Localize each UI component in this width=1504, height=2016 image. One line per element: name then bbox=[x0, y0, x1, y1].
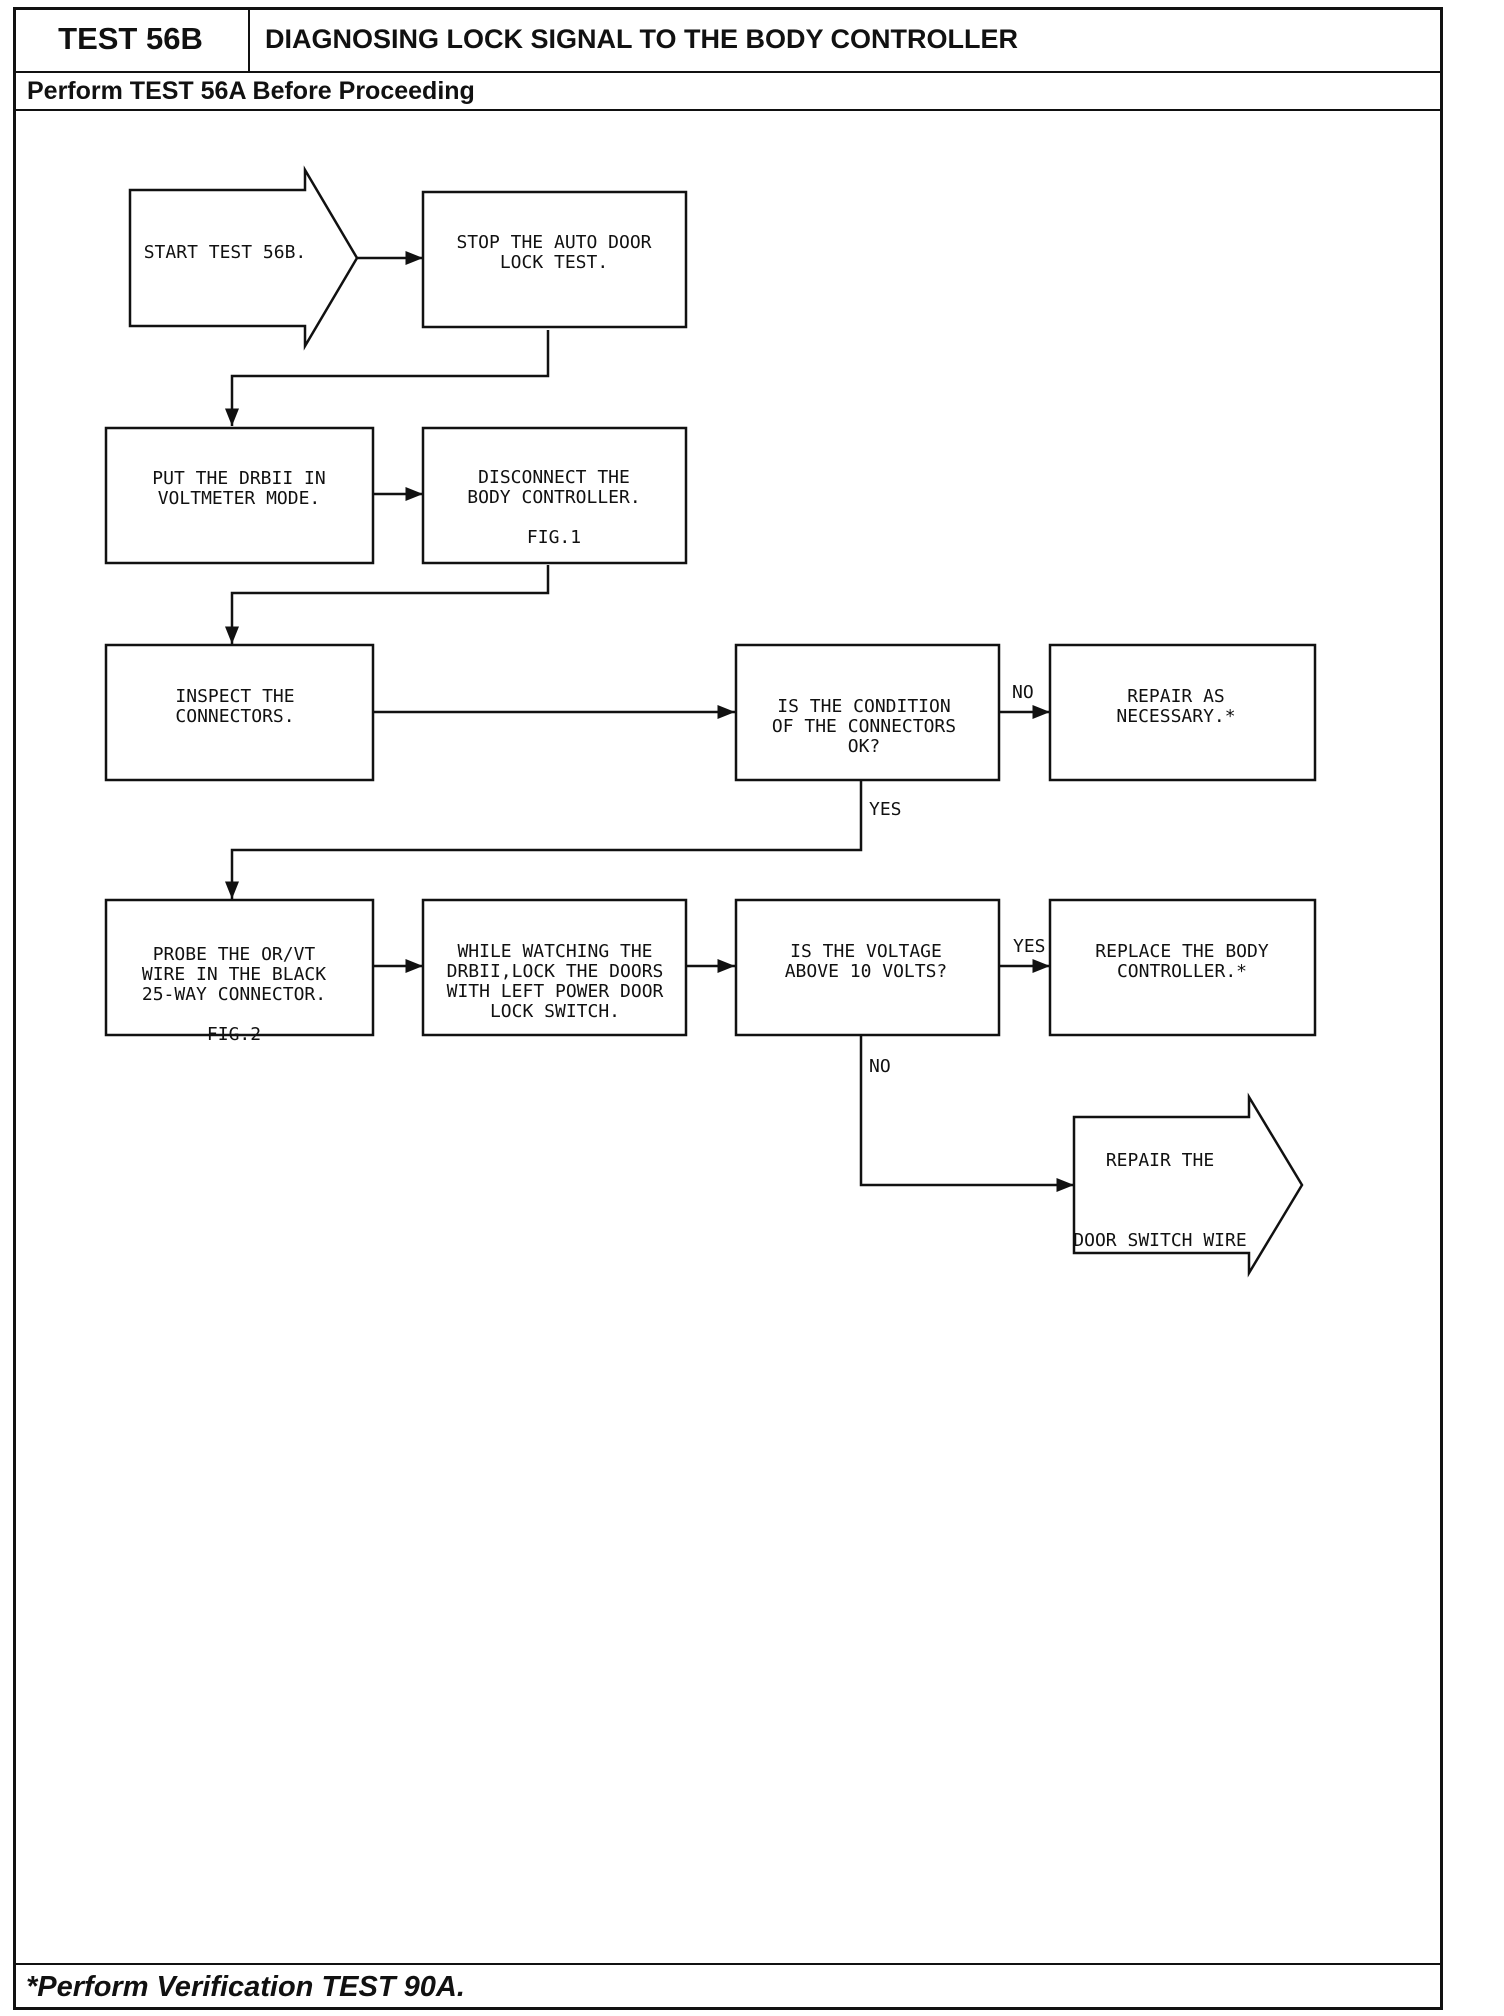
node-text-line: WIRE IN THE BLACK bbox=[142, 964, 326, 985]
node-start: START TEST 56B. bbox=[128, 165, 359, 351]
node-text-line: DRBII,LOCK THE DOORS bbox=[447, 961, 664, 982]
node-text-line: REPLACE THE BODY bbox=[1095, 941, 1269, 962]
test-id: TEST 56B bbox=[13, 7, 250, 71]
node-text-line: CONNECTORS. bbox=[175, 706, 294, 727]
node-text-line: OF THE CONNECTORS bbox=[772, 716, 956, 737]
node-text-line: DOOR SWITCH WIRE bbox=[1073, 1230, 1246, 1251]
node-text-line: OK? bbox=[848, 736, 881, 757]
node-text-line: DISCONNECT THE bbox=[478, 467, 630, 488]
node-text-line: IS THE CONDITION bbox=[777, 696, 950, 717]
node-text-line: ABOVE 10 VOLTS? bbox=[785, 961, 948, 982]
edge-label-condition-no: NO bbox=[1012, 682, 1034, 703]
node-text-line: FIG.1 bbox=[527, 527, 581, 548]
node-text-line: CONTROLLER.* bbox=[1117, 961, 1247, 982]
edge-label-voltage-yes: YES bbox=[1013, 936, 1046, 957]
header-bar: TEST 56B DIAGNOSING LOCK SIGNAL TO THE B… bbox=[13, 7, 1443, 73]
node-text-line: PUT THE DRBII IN bbox=[152, 468, 325, 489]
node-text-line: VOLTMETER MODE. bbox=[158, 488, 321, 509]
node-text-line: PROBE THE OR/VT bbox=[153, 944, 316, 965]
connector-condition-yes bbox=[225, 780, 863, 899]
prerequisite-bar: Perform TEST 56A Before Proceeding bbox=[13, 73, 1443, 111]
node-text-line: NECESSARY.* bbox=[1116, 706, 1235, 727]
prerequisite-note: Perform TEST 56A Before Proceeding bbox=[27, 76, 475, 105]
node-text: START TEST 56B. bbox=[144, 242, 307, 263]
edge-label-condition-yes: YES bbox=[869, 799, 902, 820]
footer-bar: *Perform Verification TEST 90A. bbox=[13, 1963, 1443, 2010]
edge-label-voltage-no: NO bbox=[869, 1056, 891, 1077]
footnote: *Perform Verification TEST 90A. bbox=[26, 1970, 465, 2003]
node-text-line: IS THE VOLTAGE bbox=[790, 941, 942, 962]
page-title: DIAGNOSING LOCK SIGNAL TO THE BODY CONTR… bbox=[265, 23, 1019, 54]
node-text-line: LOCK SWITCH. bbox=[490, 1001, 620, 1022]
end-arrow-shape bbox=[1072, 1092, 1304, 1278]
node-text-line: REPAIR THE bbox=[1106, 1150, 1214, 1171]
node-text-line: 25-WAY CONNECTOR. bbox=[142, 984, 326, 1005]
node-text-line: INSPECT THE bbox=[175, 686, 294, 707]
start-arrow-shape bbox=[128, 165, 359, 351]
node-text-line: WITH LEFT POWER DOOR bbox=[447, 981, 664, 1002]
node-text-line: BODY CONTROLLER. bbox=[467, 487, 640, 508]
node-text-line: REPAIR AS bbox=[1127, 686, 1225, 707]
node-repair-door-switch-wire: REPAIR THE DOOR SWITCH WIRE bbox=[1072, 1092, 1304, 1278]
connector-voltage-no bbox=[859, 1035, 1074, 1192]
connector-stop-to-voltmeter bbox=[225, 330, 550, 426]
node-text: REPAIR THE DOOR SWITCH WIRE bbox=[1073, 1150, 1246, 1251]
node-text-line: START TEST 56B. bbox=[144, 242, 307, 263]
page-frame bbox=[13, 7, 1443, 2010]
connectors bbox=[225, 251, 1074, 1192]
node-text-line: STOP THE AUTO DOOR bbox=[456, 232, 651, 253]
node-text-line: WHILE WATCHING THE bbox=[457, 941, 652, 962]
node-text-line: FIG.2 bbox=[207, 1024, 261, 1045]
node-text-line: LOCK TEST. bbox=[500, 252, 608, 273]
connector-disconnect-to-inspect bbox=[225, 565, 550, 644]
